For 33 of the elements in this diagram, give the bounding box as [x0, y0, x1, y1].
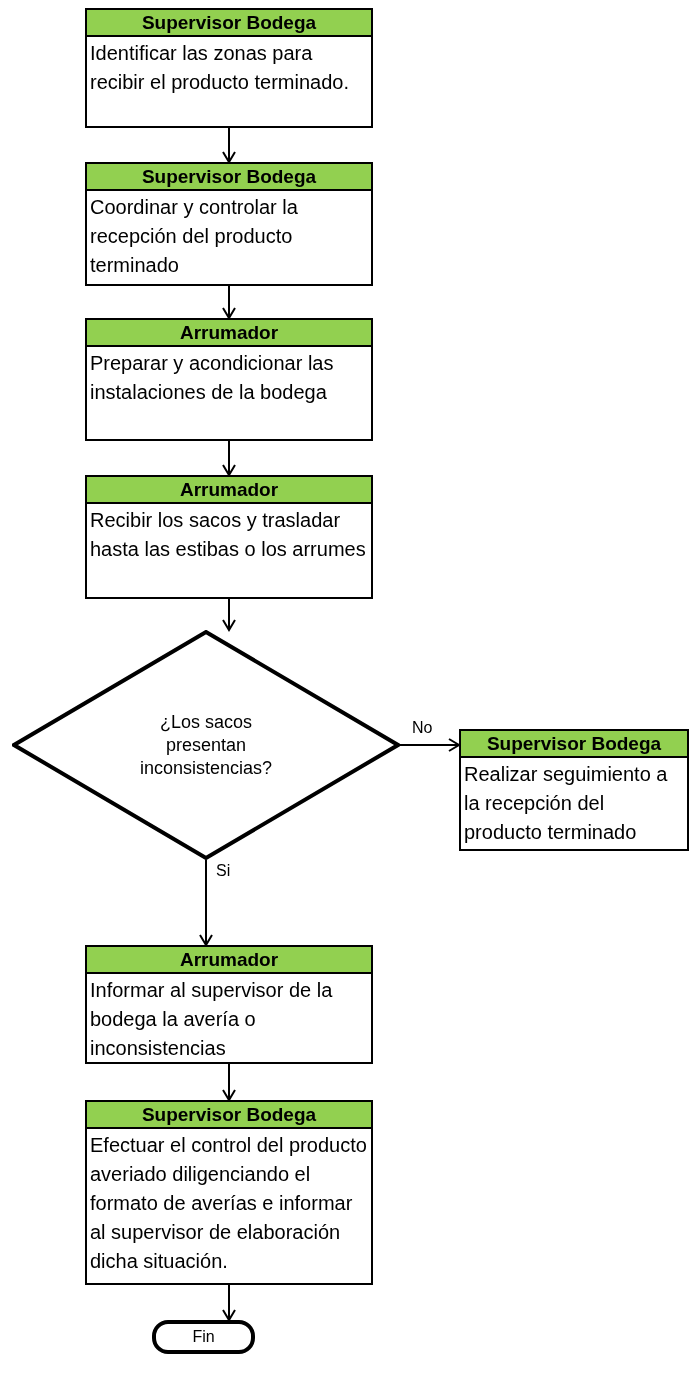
arrow — [222, 1063, 236, 1101]
decision-question: ¿Los sacos presentan inconsistencias? — [138, 710, 274, 780]
role-header: Supervisor Bodega — [87, 1102, 371, 1129]
process-box — [85, 475, 373, 599]
step-text: Preparar y acondicionar las instalaciones de la bodega — [89, 351, 335, 405]
process-box — [85, 318, 373, 441]
decision-diamond — [12, 630, 400, 860]
terminator — [152, 1320, 255, 1354]
arrow — [399, 738, 460, 752]
arrow — [222, 598, 236, 631]
step-text: Coordinar y controlar la recepción del producto terminado — [89, 195, 299, 278]
process-box — [85, 162, 373, 286]
arrow — [222, 127, 236, 163]
process-box — [85, 1100, 373, 1285]
arrow — [199, 859, 213, 946]
process-box — [459, 729, 689, 851]
role-header: Arrumador — [87, 947, 371, 974]
step-text: Realizar seguimiento a la recepción del producto terminado — [463, 762, 669, 845]
role-header: Supervisor Bodega — [461, 731, 687, 758]
process-box — [85, 8, 373, 128]
process-box — [85, 945, 373, 1064]
step-text: Recibir los sacos y trasladar hasta las estibas o los arrumes — [89, 508, 367, 562]
role-header: Supervisor Bodega — [87, 164, 371, 191]
terminator-label: Fin — [192, 1328, 215, 1346]
role-header: Arrumador — [87, 320, 371, 347]
step-text: Efectuar el control del producto averiado diligenciando el formato de averías e informar al supervisor de elaboración dicha situación. — [89, 1133, 368, 1274]
arrow — [222, 1284, 236, 1321]
role-header: Arrumador — [87, 477, 371, 504]
step-text: Identificar las zonas para recibir el producto terminado. — [89, 41, 350, 95]
role-header: Supervisor Bodega — [87, 10, 371, 37]
step-text: Informar al supervisor de la bodega la avería o inconsistencias — [89, 978, 334, 1061]
arrow — [222, 440, 236, 476]
arrow — [222, 285, 236, 319]
